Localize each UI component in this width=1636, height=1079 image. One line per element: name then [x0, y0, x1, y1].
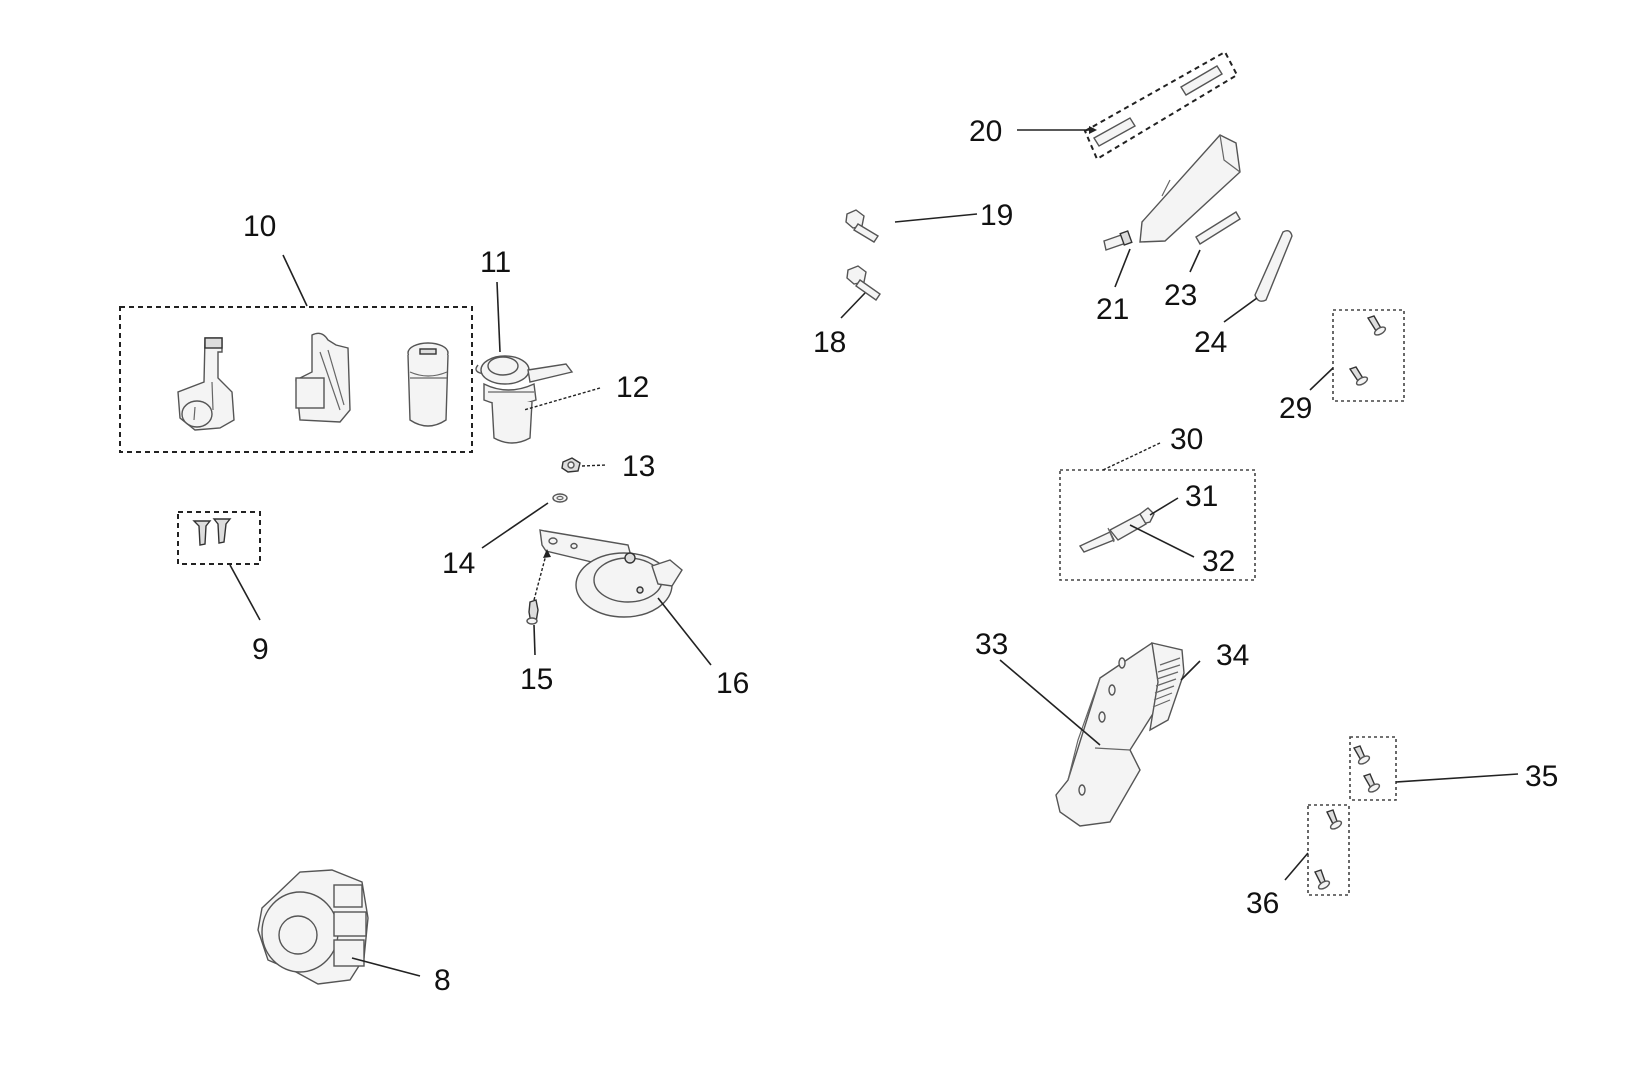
leader-36 [1284, 852, 1309, 881]
callout-16[interactable]: 16 [716, 667, 749, 700]
group-box-10 [119, 306, 473, 453]
group-box-30 [1059, 469, 1256, 581]
leader-32 [1129, 524, 1195, 558]
leader-13 [581, 464, 607, 467]
lock-part-b [295, 332, 351, 423]
part-31-terminal-sleeve[interactable] [1108, 507, 1155, 541]
callout-36[interactable]: 36 [1246, 887, 1279, 920]
callout-23[interactable]: 23 [1164, 279, 1197, 312]
part-18-flange-bolt[interactable] [846, 265, 881, 301]
leader-35 [1395, 773, 1519, 783]
leader-12 [523, 387, 601, 411]
part-group-30-terminal[interactable] [1059, 469, 1256, 581]
callout-11[interactable]: 11 [480, 246, 511, 279]
callout-21[interactable]: 21 [1096, 293, 1129, 326]
leader-9 [229, 564, 261, 621]
callout-29[interactable]: 29 [1279, 392, 1312, 425]
callout-35[interactable]: 35 [1525, 760, 1558, 793]
leader-19 [894, 213, 978, 223]
group-box-20 [1083, 50, 1239, 161]
part-8-switch-housing[interactable] [257, 869, 369, 985]
callout-14[interactable]: 14 [442, 547, 475, 580]
leader-33 [999, 659, 1101, 746]
leader-29 [1309, 367, 1334, 391]
heat-sink-fins [1152, 657, 1181, 708]
part-16-horn[interactable] [539, 529, 683, 618]
part-group-9-screws[interactable] [177, 511, 261, 565]
leader-30 [1102, 442, 1161, 471]
callout-8[interactable]: 8 [434, 964, 451, 997]
part-13-nut[interactable] [561, 457, 581, 473]
callout-33[interactable]: 33 [975, 628, 1008, 661]
callout-13[interactable]: 13 [622, 450, 655, 483]
leader-16 [657, 597, 712, 666]
part-11-ignition-lock[interactable] [475, 355, 574, 385]
callout-20[interactable]: 20 [969, 115, 1002, 148]
part-14-washer[interactable] [552, 493, 568, 503]
leader-18 [840, 292, 866, 319]
callout-9[interactable]: 9 [252, 633, 269, 666]
callout-31[interactable]: 31 [1185, 480, 1218, 513]
part-21-sensor-module[interactable] [1103, 134, 1241, 251]
leader-31 [1149, 497, 1179, 516]
group-box-9 [177, 511, 261, 565]
arrow-head-15 [543, 549, 551, 558]
callout-12[interactable]: 12 [616, 371, 649, 404]
leader-15 [533, 624, 536, 656]
callout-32[interactable]: 32 [1202, 545, 1235, 578]
lock-part-a [177, 337, 235, 431]
leader-8 [351, 957, 421, 977]
lock-part-c [407, 342, 449, 427]
part-34-control-unit[interactable] [1149, 642, 1185, 732]
part-33-bracket[interactable] [1055, 642, 1171, 827]
leader-14 [481, 502, 549, 549]
part-19-flange-bolt[interactable] [845, 209, 879, 243]
part-group-29-screws[interactable] [1332, 309, 1405, 402]
part-group-20-pads[interactable] [1083, 50, 1239, 161]
part-15-bolt[interactable] [526, 599, 539, 625]
callout-15[interactable]: 15 [520, 663, 553, 696]
part-group-36-screws[interactable] [1307, 804, 1350, 896]
arrow-head-20 [1089, 126, 1097, 134]
leader-11 [496, 281, 501, 353]
callout-24[interactable]: 24 [1194, 326, 1227, 359]
group-box-36 [1307, 804, 1350, 896]
part-32-terminal-pin[interactable] [1078, 527, 1115, 553]
group-box-35 [1349, 736, 1397, 801]
callout-18[interactable]: 18 [813, 326, 846, 359]
leader-34 [1180, 660, 1201, 681]
callout-34[interactable]: 34 [1216, 639, 1249, 672]
group-box-29 [1332, 309, 1405, 402]
callout-30[interactable]: 30 [1170, 423, 1203, 456]
part-group-10[interactable] [119, 306, 473, 453]
leader-21 [1114, 248, 1131, 288]
leader-10 [282, 254, 308, 307]
part-group-35-screws[interactable] [1349, 736, 1397, 801]
part-23-pad[interactable] [1195, 211, 1241, 245]
leader-15-arrow [533, 550, 548, 601]
callout-10[interactable]: 10 [243, 210, 276, 243]
callout-19[interactable]: 19 [980, 199, 1013, 232]
leader-23 [1189, 249, 1201, 273]
part-24-strap[interactable] [1254, 229, 1293, 302]
part-12-lock-body[interactable] [483, 382, 537, 444]
leader-24 [1223, 297, 1258, 323]
